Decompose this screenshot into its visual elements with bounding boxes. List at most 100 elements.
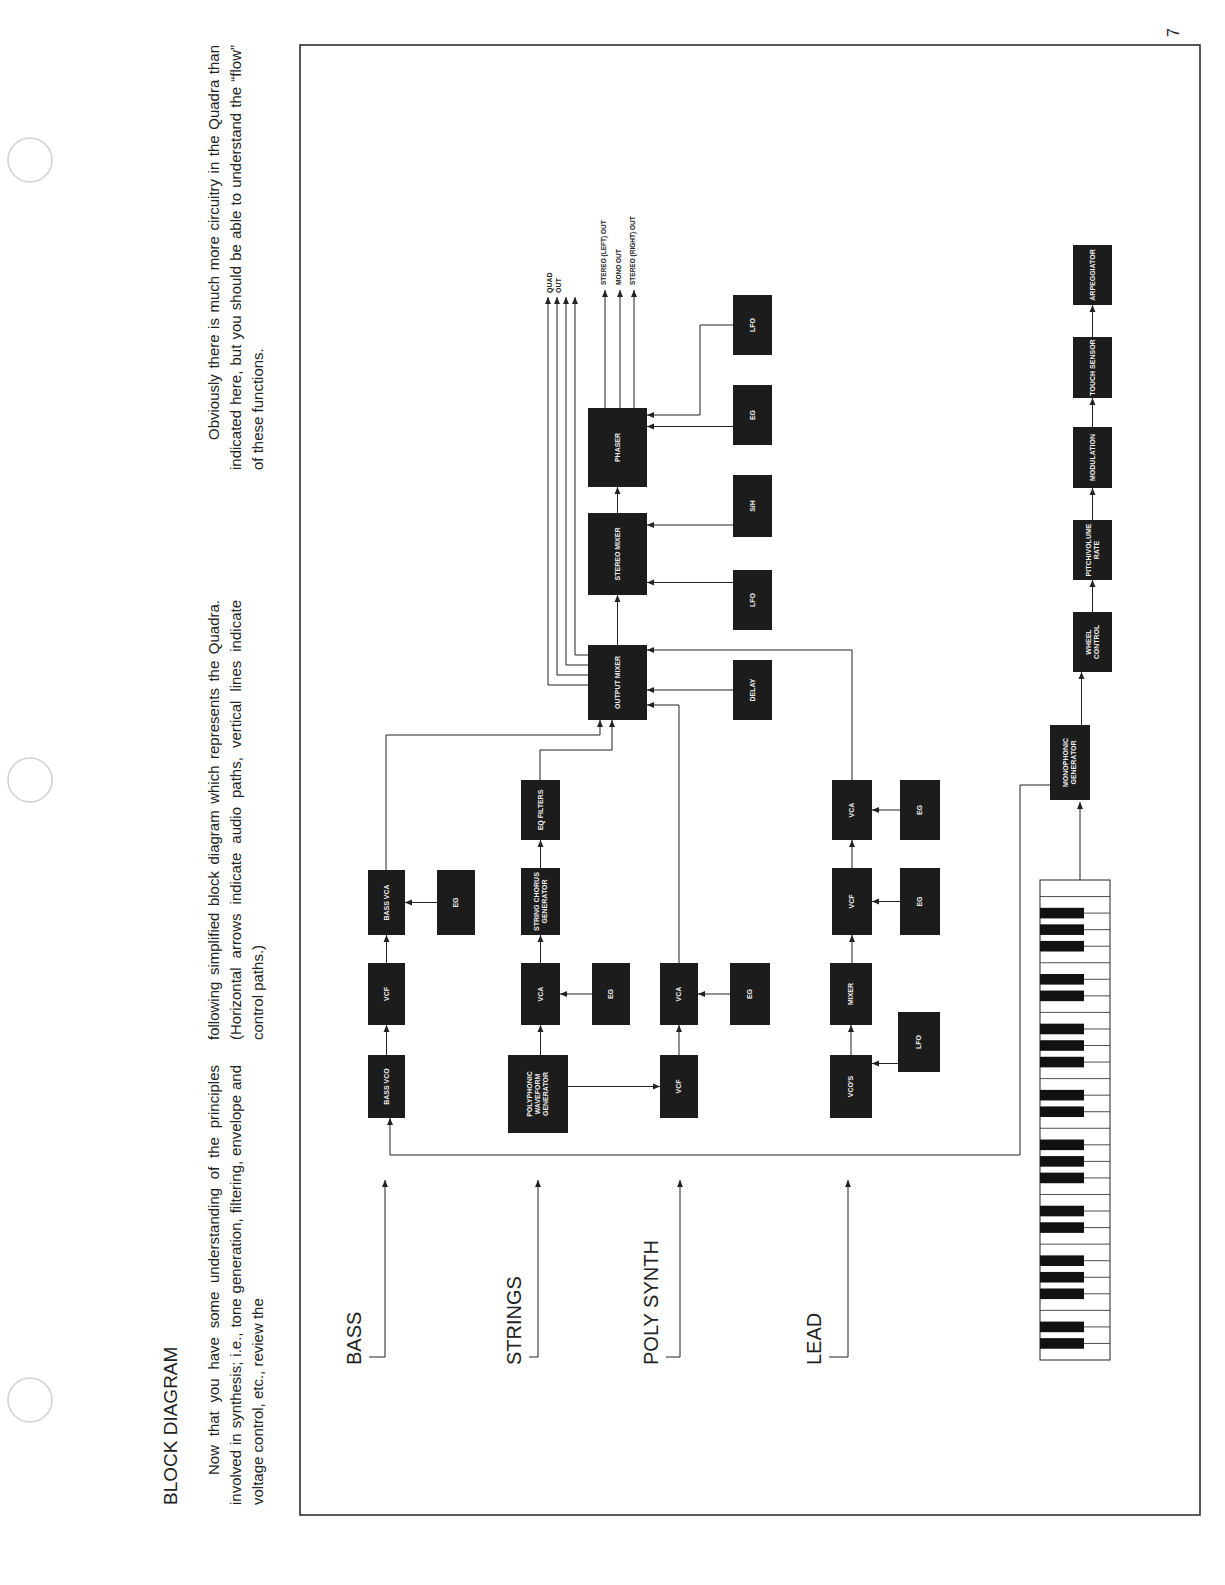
body-text: following simplified block diagram which… xyxy=(203,600,269,1040)
block-label: PITCH/VOLUME RATE xyxy=(1085,522,1100,578)
punch-hole xyxy=(8,138,52,182)
block-box: EG xyxy=(900,780,940,840)
block-box: LFO xyxy=(733,295,772,355)
signal-line xyxy=(568,1086,660,1087)
row-label: STRINGS xyxy=(503,1276,526,1365)
block-box: EQ FILTERS xyxy=(521,780,560,840)
heading: BLOCK DIAGRAM xyxy=(160,1347,182,1505)
black-key xyxy=(1040,1140,1084,1151)
block-label: POLYPHONIC WAVEFORM GENERATOR xyxy=(526,1057,549,1131)
signal-line xyxy=(1081,672,1082,725)
block-box: DELAY xyxy=(733,660,772,720)
black-key xyxy=(1040,1156,1084,1167)
block-label: BASS VCA xyxy=(383,884,391,920)
signal-line xyxy=(617,595,618,645)
block-label: STRING CHORUS GENERATOR xyxy=(533,870,548,933)
block-label: TOUCH SENSOR xyxy=(1089,339,1097,395)
signal-line xyxy=(1092,580,1093,612)
signal-line xyxy=(617,487,618,513)
signal-line xyxy=(698,994,730,995)
stereo-wire xyxy=(634,290,635,408)
row-hook xyxy=(666,1180,680,1357)
signal-line xyxy=(540,840,541,868)
row-hook xyxy=(829,1180,848,1357)
black-key xyxy=(1040,991,1084,1002)
block-label: EG xyxy=(916,805,924,815)
block-box: EG xyxy=(733,385,772,445)
black-key xyxy=(1040,1024,1084,1035)
block-label: EG xyxy=(452,897,460,907)
block-label: VCF xyxy=(848,895,856,909)
block-box: WHEEL CONTROL xyxy=(1073,612,1112,672)
block-box: STRING CHORUS GENERATOR xyxy=(521,868,560,935)
black-key xyxy=(1040,1106,1084,1117)
row-label: LEAD xyxy=(803,1313,826,1365)
row-label: POLY SYNTH xyxy=(640,1240,663,1365)
signal-line xyxy=(647,325,733,415)
black-key xyxy=(1040,1255,1084,1266)
signal-line xyxy=(872,810,900,811)
black-key xyxy=(1040,1206,1084,1217)
quad-wire xyxy=(557,297,588,675)
signal-line xyxy=(647,582,733,583)
quad-wire xyxy=(566,297,588,665)
block-label: MONOPHONIC GENERATOR xyxy=(1062,727,1077,798)
signal-line xyxy=(1092,398,1093,427)
block-label: LFO xyxy=(749,593,757,607)
page-number: 7 xyxy=(1165,28,1183,37)
white-key xyxy=(1040,962,1110,963)
keyboard-body xyxy=(1040,880,1110,1360)
block-label: VCO'S xyxy=(847,1076,855,1098)
block-label: OUTPUT MIXER xyxy=(614,656,622,709)
signal-line xyxy=(540,935,541,963)
signal-line xyxy=(560,994,592,995)
block-label: EG xyxy=(746,989,754,999)
block-label: LFO xyxy=(749,318,757,332)
block-box: MIXER xyxy=(830,963,872,1025)
block-label: EQ FILTERS xyxy=(537,790,545,831)
block-box: BASS VCA xyxy=(368,870,405,935)
black-key xyxy=(1040,1288,1084,1299)
block-label: MODULATION xyxy=(1089,434,1097,481)
block-box: PITCH/VOLUME RATE xyxy=(1073,520,1112,580)
block-box: LFO xyxy=(733,570,772,630)
block-box: VCF xyxy=(660,1055,698,1118)
white-key xyxy=(1040,1244,1110,1245)
block-label: S/H xyxy=(749,500,757,512)
block-box: POLYPHONIC WAVEFORM GENERATOR xyxy=(508,1055,568,1133)
black-key xyxy=(1040,974,1084,985)
block-box: EG xyxy=(592,963,630,1025)
block-label: BASS VCO xyxy=(383,1068,391,1105)
black-key xyxy=(1040,1222,1084,1233)
signal-line xyxy=(386,935,387,963)
block-box: VCA xyxy=(660,963,698,1025)
block-label: PHASER xyxy=(614,433,622,462)
block-label: VCA xyxy=(675,987,683,1002)
block-box: LFO xyxy=(898,1012,940,1072)
block-label: VCA xyxy=(537,987,545,1002)
signal-line xyxy=(872,1063,898,1064)
block-box: ARPEGGIATOR xyxy=(1073,245,1112,305)
block-box: S/H xyxy=(733,475,772,537)
block-box: VCO'S xyxy=(830,1055,872,1118)
output-label: QUAD OUT xyxy=(545,263,563,293)
signal-line xyxy=(647,650,852,780)
block-box: EG xyxy=(437,870,475,935)
block-box: TOUCH SENSOR xyxy=(1073,337,1112,398)
block-box: VCA xyxy=(832,780,872,840)
row-hook xyxy=(369,1180,385,1357)
block-label: ARPEGGIATOR xyxy=(1089,249,1097,300)
punch-hole xyxy=(8,758,52,802)
body-text: Now that you have some understanding of … xyxy=(203,1065,269,1505)
block-box: PHASER xyxy=(588,408,647,487)
signal-line xyxy=(647,525,733,526)
white-key xyxy=(1040,1128,1110,1129)
black-key xyxy=(1040,1040,1084,1051)
output-label: MONO OUT xyxy=(615,249,622,285)
block-box: VCA xyxy=(521,963,560,1025)
signal-line xyxy=(852,840,853,868)
output-label: STEREO (LEFT) OUT xyxy=(600,220,607,285)
white-key xyxy=(1040,1012,1110,1013)
row-hook xyxy=(529,1180,538,1357)
